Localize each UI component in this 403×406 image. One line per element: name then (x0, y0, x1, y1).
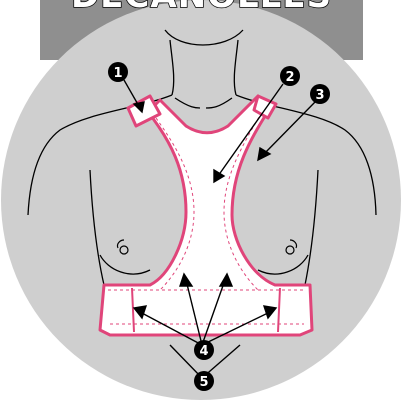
callout-badge-1: 1 (108, 62, 128, 82)
callout-badge-2: 2 (280, 66, 300, 86)
callout-badge-4: 4 (194, 340, 214, 360)
callout-number-2: 2 (285, 70, 294, 85)
callout-number-4: 4 (199, 344, 208, 359)
callout-badge-5: 5 (194, 371, 214, 391)
callout-number-5: 5 (199, 375, 208, 390)
callout-number-1: 1 (113, 66, 122, 81)
callout-number-3: 3 (315, 88, 324, 103)
partial-title-text: DECANOLLES (0, 0, 403, 16)
callout-badge-3: 3 (310, 84, 330, 104)
